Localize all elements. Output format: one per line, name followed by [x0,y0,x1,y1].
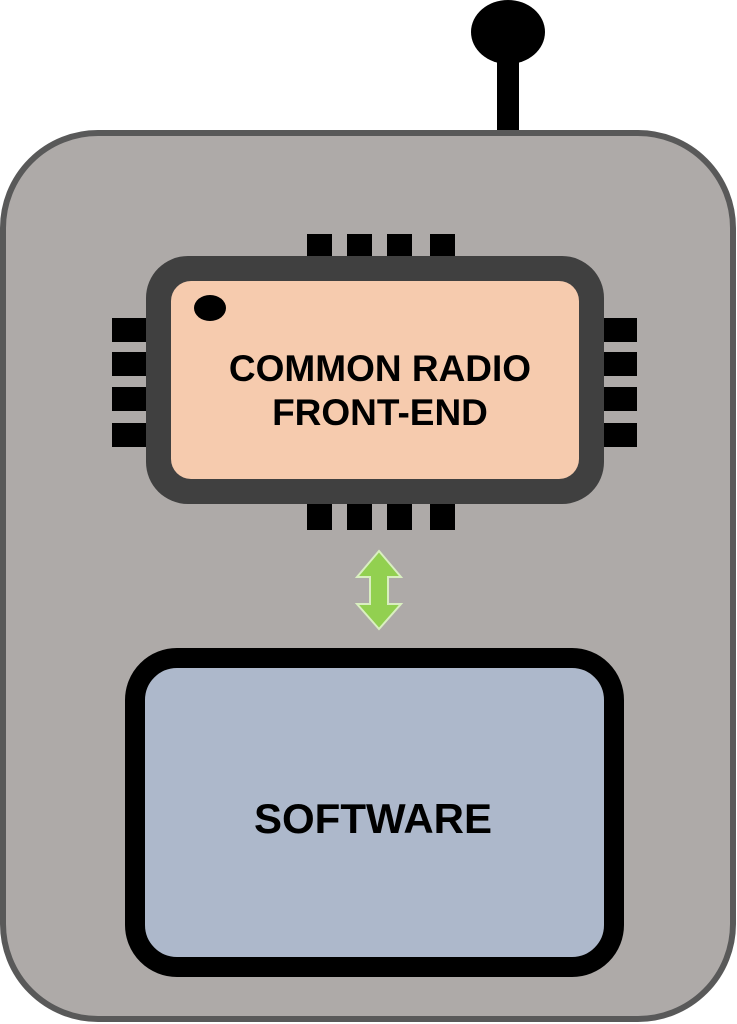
double-arrow-icon [354,549,404,631]
chip-label-line1: COMMON RADIO [229,348,531,389]
antenna-icon [471,0,545,140]
chip-face [171,281,579,479]
chip-label-line2: FRONT-END [272,392,488,433]
software-label: SOFTWARE [254,795,492,842]
software-block [125,648,624,977]
chip-pins-left [112,318,158,447]
pin1-marker-dot [194,295,226,321]
